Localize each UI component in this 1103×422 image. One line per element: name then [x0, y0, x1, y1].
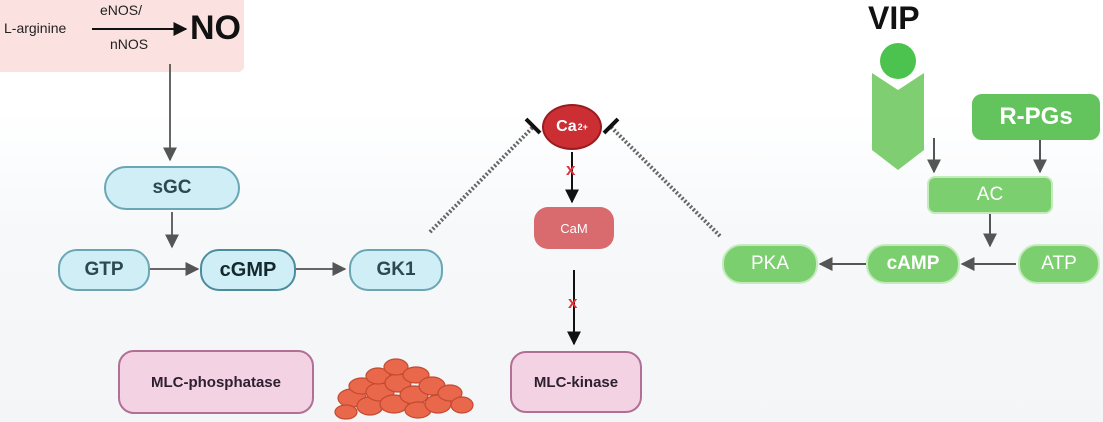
nos-reaction-box [0, 0, 244, 72]
sgc-label: sGC [152, 177, 192, 198]
l-arginine-label: L-arginine [4, 20, 67, 36]
gk1-label: GK1 [376, 259, 416, 280]
cam-kinase-block-mark: x [568, 293, 578, 312]
mlc-phosphatase-label: MLC-phosphatase [150, 373, 281, 391]
atp-node: ATP [1018, 244, 1100, 284]
mlc-kinase-label: MLC-kinase [533, 373, 619, 391]
no-label: NO [190, 9, 241, 47]
sgc-node: sGC [104, 166, 240, 210]
calcium-label: Ca [556, 118, 577, 135]
camp-label: cAMP [886, 253, 940, 274]
gk1-inhibit-bar [524, 117, 542, 135]
gk1-inhibits-ca [428, 124, 536, 234]
r-pgs-node: R-PGs [972, 94, 1100, 140]
ac-label: AC [976, 184, 1004, 205]
cgmp-label: cGMP [219, 258, 277, 281]
r-pgs-label: R-PGs [999, 103, 1073, 130]
gtp-node: GTP [58, 249, 150, 291]
vip-ligand-icon [880, 43, 916, 79]
cgmp-node: cGMP [200, 249, 296, 291]
atp-label: ATP [1041, 253, 1077, 274]
nnos-label: nNOS [110, 36, 149, 52]
pka-node: PKA [722, 244, 818, 284]
ac-node: AC [927, 176, 1053, 214]
mlc-phosphatase-node: MLC-phosphatase [118, 350, 314, 414]
gtp-label: GTP [84, 259, 124, 280]
camp-node: cAMP [866, 244, 960, 284]
mlc-kinase-node: MLC-kinase [510, 351, 642, 413]
cam-node: CaM [534, 207, 614, 249]
pka-inhibits-ca [608, 124, 722, 238]
vip-label: VIP [868, 0, 920, 36]
calcium-charge: 2+ [577, 122, 588, 132]
vip-receptor-icon [872, 73, 924, 170]
pka-label: PKA [750, 253, 790, 274]
cam-label: CaM [560, 220, 588, 236]
enos-label: eNOS/ [100, 2, 143, 18]
smooth-muscle-cells-icon [334, 358, 474, 420]
ca-cam-block-mark: x [566, 160, 576, 179]
pka-inhibit-bar [602, 117, 620, 135]
gk1-node: GK1 [349, 249, 443, 291]
